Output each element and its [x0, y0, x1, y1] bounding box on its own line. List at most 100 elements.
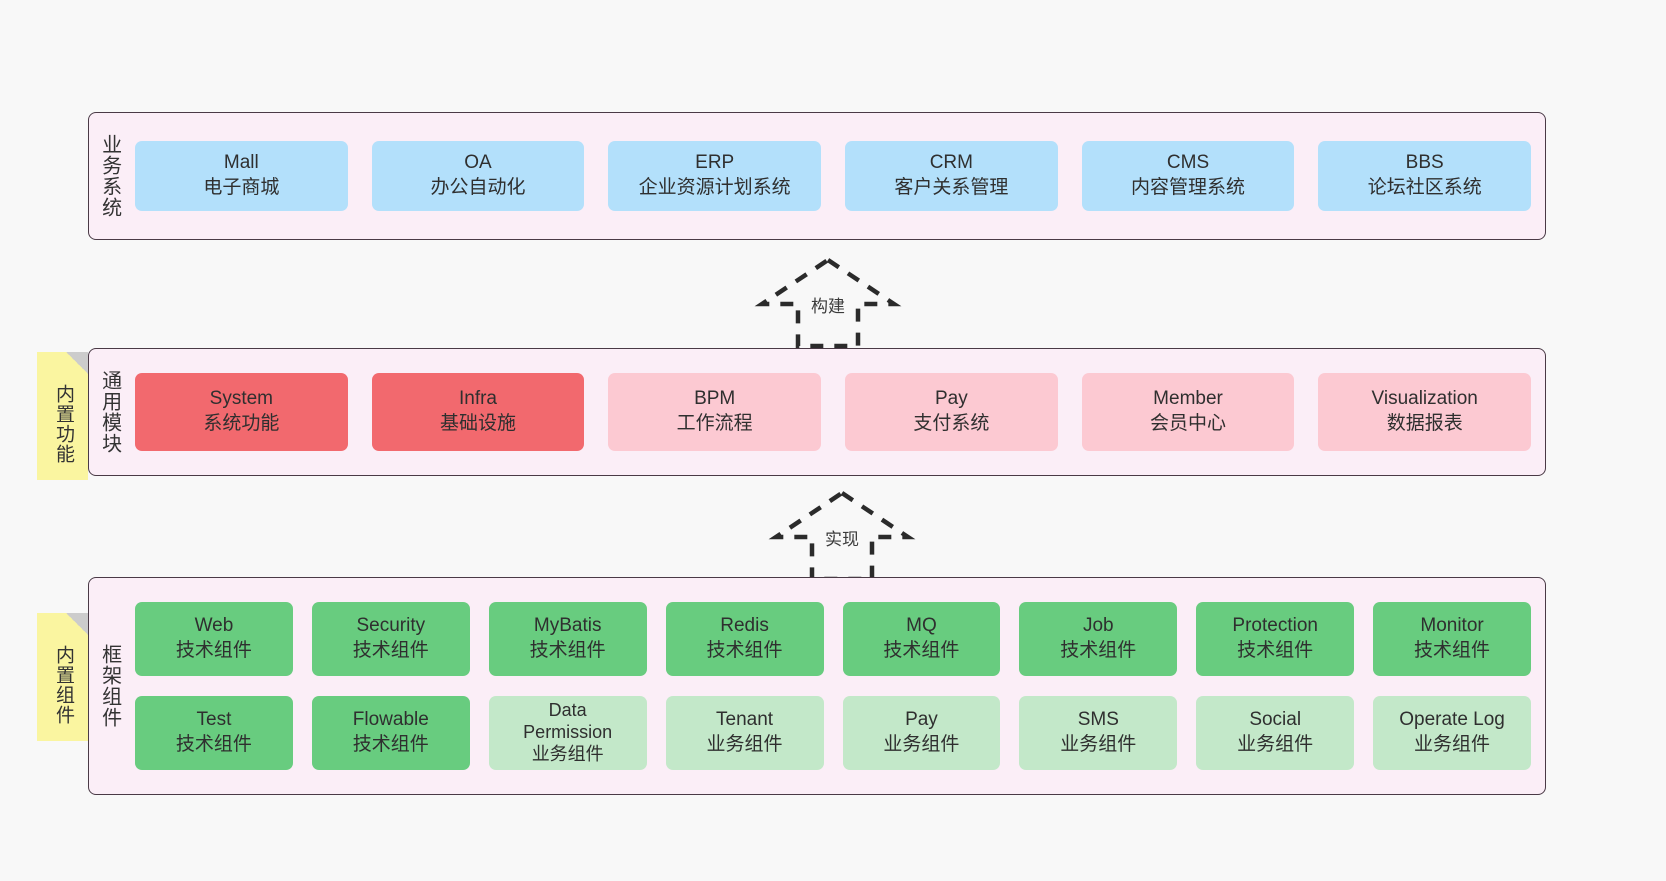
arrow-build-shape [754, 257, 902, 349]
framework-card-job[interactable]: Job 技术组件 [1019, 602, 1178, 676]
arrow-build-label: 构建 [808, 292, 848, 317]
framework-card-protection[interactable]: Protection 技术组件 [1196, 602, 1355, 676]
card-name: BPM [694, 388, 736, 410]
card-desc: 数据报表 [1386, 413, 1463, 434]
framework-card-redis[interactable]: Redis 技术组件 [665, 602, 824, 676]
card-desc: 技术组件 [175, 734, 252, 755]
module-card-infra[interactable]: Infra 基础设施 [371, 373, 585, 451]
card-name: OA [464, 152, 492, 174]
card-desc: 技术组件 [1060, 640, 1137, 661]
layer-framework-components: 框架组件 Web 技术组件 Security 技术组件 MyBatis 技术组件… [88, 577, 1546, 795]
card-desc: 客户关系管理 [894, 177, 1009, 198]
layer-framework-title: 框架组件 [98, 644, 121, 728]
module-card-bpm[interactable]: BPM 工作流程 [608, 373, 822, 451]
card-desc: 工作流程 [676, 413, 753, 434]
card-name: Pay [934, 388, 968, 410]
card-desc: 技术组件 [529, 640, 606, 661]
card-name: Web [194, 615, 234, 637]
card-name: Protection [1232, 615, 1318, 637]
framework-card-tenant[interactable]: Tenant 业务组件 [665, 696, 824, 770]
card-name: Pay [905, 709, 938, 731]
modules-row: System 系统功能 Infra 基础设施 BPM 工作流程 Pay 支付系统… [135, 373, 1532, 451]
layer-generic-modules: 通用模块 System 系统功能 Infra 基础设施 BPM 工作流程 Pay… [88, 348, 1546, 476]
framework-card-sms[interactable]: SMS 业务组件 [1019, 696, 1178, 770]
card-desc: 业务组件 [1060, 734, 1137, 755]
card-name: Security [356, 615, 426, 637]
arrow-implement-label: 实现 [822, 525, 862, 550]
business-card-mall[interactable]: Mall 电子商城 [135, 141, 348, 211]
layer-modules-title: 通用模块 [98, 370, 121, 454]
framework-row-2: Test 技术组件 Flowable 技术组件 Data Permission … [135, 696, 1531, 770]
framework-card-mybatis[interactable]: MyBatis 技术组件 [488, 602, 647, 676]
arrow-implement: 实现 [768, 489, 916, 582]
note-label: 内置组件 [52, 645, 74, 725]
card-desc: 系统功能 [203, 413, 280, 434]
business-card-bbs[interactable]: BBS 论坛社区系统 [1318, 141, 1532, 211]
card-name: Visualization [1371, 388, 1478, 410]
business-card-cms[interactable]: CMS 内容管理系统 [1081, 141, 1295, 211]
framework-card-pay[interactable]: Pay 业务组件 [842, 696, 1001, 770]
card-name: Mall [223, 152, 259, 174]
business-card-crm[interactable]: CRM 客户关系管理 [845, 141, 1058, 211]
note-fold-icon [66, 352, 88, 374]
framework-row-1: Web 技术组件 Security 技术组件 MyBatis 技术组件 Redi… [135, 602, 1531, 676]
card-desc: 支付系统 [913, 413, 990, 434]
framework-card-flowable[interactable]: Flowable 技术组件 [311, 696, 470, 770]
layer-framework-body: Web 技术组件 Security 技术组件 MyBatis 技术组件 Redi… [129, 578, 1545, 794]
framework-card-web[interactable]: Web 技术组件 [135, 602, 293, 676]
card-name: Monitor [1420, 615, 1484, 637]
framework-card-monitor[interactable]: Monitor 技术组件 [1373, 602, 1531, 676]
card-name: CMS [1166, 152, 1210, 174]
card-desc: 会员中心 [1150, 413, 1227, 434]
card-desc: 技术组件 [883, 640, 960, 661]
module-card-pay[interactable]: Pay 支付系统 [845, 373, 1058, 451]
card-name: ERP [695, 152, 735, 174]
framework-card-operate-log[interactable]: Operate Log 业务组件 [1373, 696, 1531, 770]
card-desc: 技术组件 [352, 734, 429, 755]
card-name: MQ [906, 615, 937, 637]
card-name: Redis [720, 615, 769, 637]
card-name: System [209, 388, 274, 410]
card-desc: 基础设施 [440, 413, 517, 434]
card-desc: 电子商城 [203, 177, 280, 198]
card-desc: 企业资源计划系统 [638, 177, 791, 198]
business-card-oa[interactable]: OA 办公自动化 [371, 141, 585, 211]
card-desc: 技术组件 [706, 640, 783, 661]
card-desc: 办公自动化 [430, 177, 526, 198]
card-name: Data [548, 700, 587, 721]
arrow-implement-shape [768, 490, 916, 582]
framework-card-social[interactable]: Social 业务组件 [1196, 696, 1355, 770]
card-name: Job [1082, 615, 1114, 637]
card-desc: 业务组件 [706, 734, 783, 755]
layer-business-body: Mall 电子商城 OA 办公自动化 ERP 企业资源计划系统 CRM 客户关系… [129, 113, 1545, 239]
module-card-system[interactable]: System 系统功能 [135, 373, 348, 451]
card-name: Infra [458, 388, 498, 410]
card-desc: 论坛社区系统 [1367, 177, 1482, 198]
module-card-member[interactable]: Member 会员中心 [1081, 373, 1295, 451]
layer-business-systems: 业务系统 Mall 电子商城 OA 办公自动化 ERP 企业资源计划系统 CRM… [88, 112, 1546, 240]
arrow-build: 构建 [754, 256, 902, 349]
card-name: BBS [1405, 152, 1444, 174]
note-builtin-features: 内置功能 [37, 352, 88, 480]
card-name: Test [196, 709, 232, 731]
card-desc: 业务组件 [531, 743, 604, 764]
card-desc: 技术组件 [352, 640, 429, 661]
note-builtin-components: 内置组件 [37, 613, 88, 741]
card-desc: 内容管理系统 [1131, 177, 1246, 198]
card-name: Member [1153, 388, 1223, 410]
card-desc: 业务组件 [1237, 734, 1314, 755]
module-card-visualization[interactable]: Visualization 数据报表 [1318, 373, 1532, 451]
framework-card-security[interactable]: Security 技术组件 [311, 602, 470, 676]
card-desc: 技术组件 [1414, 640, 1491, 661]
business-card-erp[interactable]: ERP 企业资源计划系统 [608, 141, 822, 211]
card-desc: 业务组件 [883, 734, 960, 755]
framework-card-mq[interactable]: MQ 技术组件 [842, 602, 1001, 676]
card-name: Social [1249, 709, 1302, 731]
card-desc: 业务组件 [1414, 734, 1491, 755]
layer-modules-body: System 系统功能 Infra 基础设施 BPM 工作流程 Pay 支付系统… [129, 349, 1545, 475]
layer-business-title: 业务系统 [98, 134, 121, 218]
framework-card-data-permission[interactable]: Data Permission 业务组件 [488, 696, 647, 770]
framework-card-test[interactable]: Test 技术组件 [135, 696, 293, 770]
business-row: Mall 电子商城 OA 办公自动化 ERP 企业资源计划系统 CRM 客户关系… [135, 141, 1532, 211]
